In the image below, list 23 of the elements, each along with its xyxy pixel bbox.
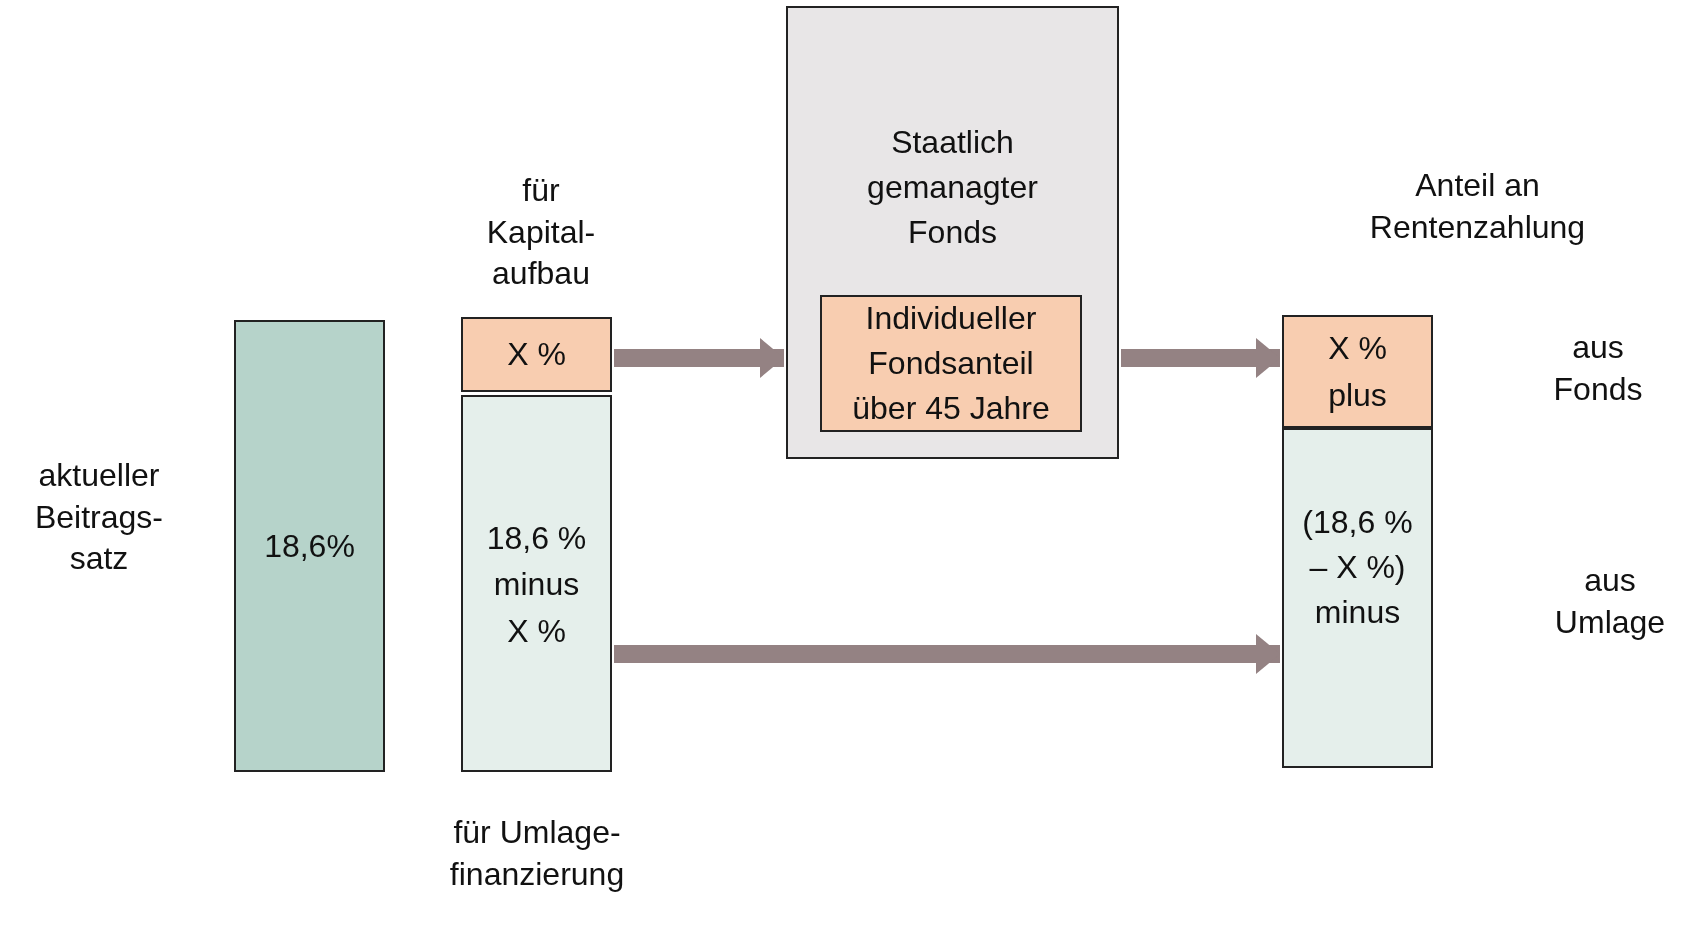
node-text: Individueller Fondsanteil über 45 Jahre	[851, 299, 1051, 428]
bar-segment	[1282, 428, 1433, 768]
bar-segment	[461, 317, 612, 392]
bar-segment	[234, 320, 385, 772]
side-label: Anteil an Rentenzahlung	[1368, 166, 1587, 247]
fund-share-box	[820, 295, 1082, 432]
bar-segment	[1282, 315, 1433, 428]
node-text: 18,6%	[263, 526, 356, 566]
bar-segment	[461, 395, 612, 772]
node-text: (18,6 % – X %) minus	[1301, 503, 1414, 632]
node-text: X %	[506, 335, 567, 375]
node-text: 18,6 % minus X %	[485, 519, 588, 651]
side-label: aus Fonds	[1552, 328, 1644, 409]
side-label: für Umlage- finanzierung	[448, 813, 626, 894]
arrow	[614, 634, 1280, 674]
node-text: Staatlich gemanagter Fonds	[866, 123, 1039, 252]
arrow	[614, 338, 784, 378]
fund-box	[786, 6, 1119, 459]
node-text: X % plus	[1327, 329, 1388, 415]
arrow	[1121, 338, 1280, 378]
side-label: für Kapital- aufbau	[485, 171, 597, 294]
side-label: aktueller Beitrags- satz	[33, 456, 164, 579]
side-label: aus Umlage	[1553, 561, 1667, 642]
